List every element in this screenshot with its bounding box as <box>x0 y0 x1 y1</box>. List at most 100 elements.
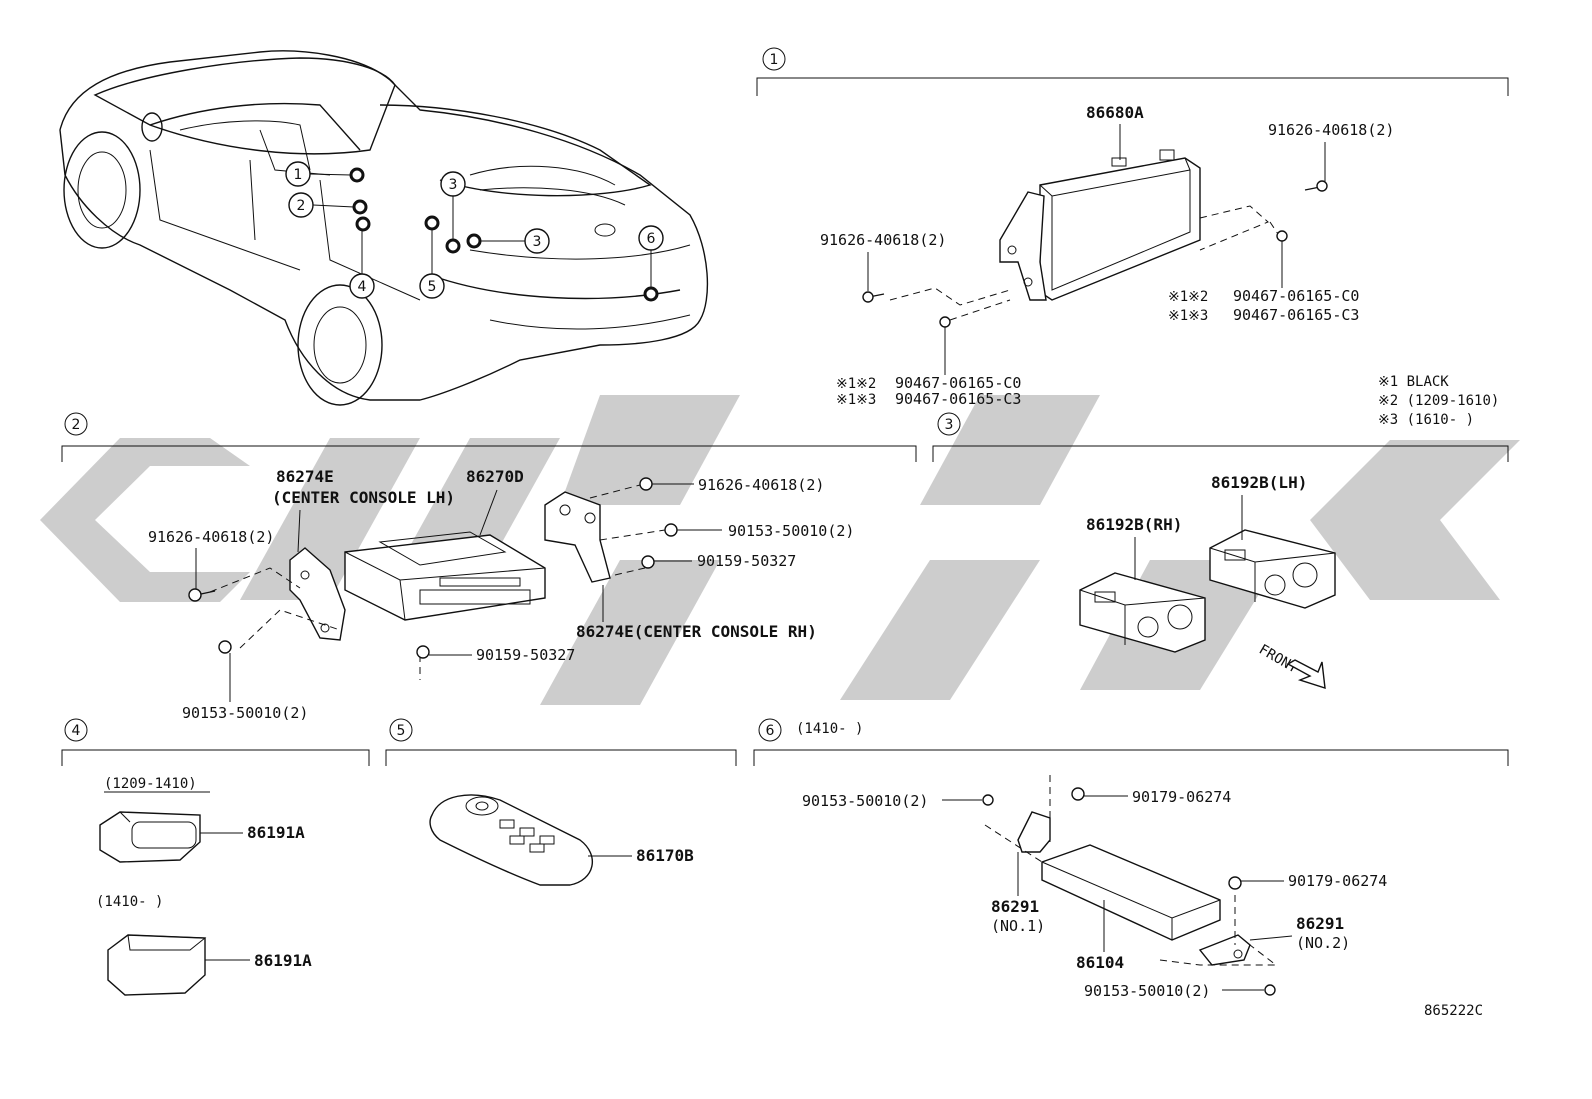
section-1-parts: 86680A 91626-40618(2) 91626-40618(2) ※1※… <box>820 103 1394 408</box>
section-5-parts: 86170B <box>429 794 694 886</box>
bracket-86291-no2-drawing <box>1198 934 1251 966</box>
bracket-86291-no1-drawing <box>1017 811 1051 853</box>
section-6-header: 6 (1410- ) <box>753 718 1509 766</box>
label-86192B-lh: 86192B(LH) <box>1211 473 1307 492</box>
front-arrow: FRONT <box>1256 642 1326 689</box>
label-s1-bolt-top: 91626-40618(2) <box>1268 121 1394 139</box>
legend-line-3: ※3 (1610- ) <box>1378 412 1474 428</box>
section-4-parts: (1209-1410) 86191A (1410- ) 86191A <box>96 776 312 996</box>
label-s1-screw-b1: 90467-06165-C0 <box>895 374 1021 392</box>
label-s1-bolt-left: 91626-40618(2) <box>820 231 946 249</box>
label-86680A: 86680A <box>1086 103 1144 122</box>
svg-text:1: 1 <box>294 167 303 183</box>
callout-3a: 3 <box>440 171 466 197</box>
screw-90467-right <box>1276 230 1288 288</box>
bolt-91626-40618-left <box>862 291 885 303</box>
callout-4: 4 <box>349 273 375 299</box>
callout-6: 6 <box>638 225 664 251</box>
screw-s6-tl-drawing <box>982 794 994 806</box>
label-86170B: 86170B <box>636 846 694 865</box>
label-86291-no1-desc: (NO.1) <box>991 917 1045 935</box>
section-6-number: 6 <box>766 723 775 739</box>
label-s2-screw-right: 90153-50010(2) <box>728 522 854 540</box>
screw-s2-bottom-left-drawing <box>218 640 232 654</box>
label-s2-screw-bottom-left: 90153-50010(2) <box>182 704 308 722</box>
unit-86104-drawing <box>1041 844 1221 941</box>
callout-2: 2 <box>288 192 314 218</box>
bracket-86274E-rh-drawing <box>544 491 611 583</box>
label-86191A-early: 86191A <box>247 823 305 842</box>
section-4-header: 4 <box>61 718 370 766</box>
label-86274E-rh: 86274E(CENTER CONSOLE RH) <box>576 622 817 641</box>
vehicle-locator-illustration: 1 2 3 3 4 5 6 <box>59 50 709 406</box>
front-label: FRONT <box>1256 642 1301 677</box>
nut-s6-right-drawing <box>1228 876 1242 890</box>
part-86192B-rh-drawing <box>1079 572 1206 653</box>
unit-86270D-drawing <box>344 531 546 621</box>
remote-86170B-drawing <box>429 794 593 886</box>
label-s1-screw-b2: 90467-06165-C3 <box>895 390 1021 408</box>
diagram-id: 865222C <box>1424 1003 1483 1019</box>
unit-86680A-drawing <box>999 149 1201 301</box>
callout-3b: 3 <box>524 228 550 254</box>
bolt-s2-top-right-drawing <box>639 477 653 491</box>
label-s4-range2: (1410- ) <box>96 894 163 910</box>
section-6-range: (1410- ) <box>796 721 863 737</box>
screw-s6-bottom-drawing <box>1264 984 1276 996</box>
svg-text:3: 3 <box>533 234 542 250</box>
label-s1-note-b1: ※1※2 <box>836 376 876 392</box>
label-s6-nut-right: 90179-06274 <box>1288 872 1387 890</box>
label-86104: 86104 <box>1076 953 1124 972</box>
screw-90467-bottom <box>939 316 951 375</box>
legend-line-2: ※2 (1209-1610) <box>1378 393 1499 409</box>
svg-text:6: 6 <box>647 231 656 247</box>
label-s1-note-r2: ※1※3 <box>1168 308 1208 324</box>
part-86191A-early-drawing <box>99 811 201 863</box>
section-2-number: 2 <box>72 417 81 433</box>
section-2-parts: 86274E (CENTER CONSOLE LH) 86270D 91626-… <box>148 467 854 722</box>
bracket-86274E-lh-drawing <box>289 547 346 641</box>
svg-text:3: 3 <box>449 177 458 193</box>
label-s6-screw-tl: 90153-50010(2) <box>802 792 928 810</box>
legend-line-1: ※1 BLACK <box>1378 374 1449 390</box>
label-s4-range1: (1209-1410) <box>104 776 197 792</box>
label-86191A-late: 86191A <box>254 951 312 970</box>
label-s1-screw-r1: 90467-06165-C0 <box>1233 287 1359 305</box>
bolt-s2-left-drawing <box>188 588 202 602</box>
section-3-parts: 86192B(RH) 86192B(LH) FRONT <box>1079 473 1336 689</box>
section-6-parts: 90153-50010(2) 90179-06274 90179-06274 8… <box>802 775 1387 1000</box>
section-3-header: 3 <box>932 412 1509 462</box>
legend-notes: ※1 BLACK ※2 (1209-1610) ※3 (1610- ) <box>1378 374 1499 428</box>
screw-s2-bottom-drawing <box>416 645 430 659</box>
label-86274E-lh-desc: (CENTER CONSOLE LH) <box>272 488 455 507</box>
section-1-header: 1 <box>756 47 1509 96</box>
svg-text:4: 4 <box>358 279 367 295</box>
section-1-number: 1 <box>770 52 779 68</box>
label-s1-note-r1: ※1※2 <box>1168 289 1208 305</box>
section-2-header: 2 <box>61 412 917 462</box>
label-86291-no2: 86291 <box>1296 914 1344 933</box>
label-86192B-rh: 86192B(RH) <box>1086 515 1182 534</box>
part-86191A-late-drawing <box>107 934 207 996</box>
label-s2-bolt-top-right: 91626-40618(2) <box>698 476 824 494</box>
svg-text:2: 2 <box>297 198 306 214</box>
callout-5: 5 <box>419 273 445 299</box>
section-5-number: 5 <box>397 723 406 739</box>
label-86270D: 86270D <box>466 467 524 486</box>
section-3-number: 3 <box>945 417 954 433</box>
callout-1: 1 <box>285 161 311 187</box>
label-s2-screw-bottom: 90159-50327 <box>476 646 575 664</box>
screw-s2-right2-drawing <box>641 555 655 569</box>
label-86291-no1: 86291 <box>991 897 1039 916</box>
label-86274E-lh: 86274E <box>276 467 334 486</box>
label-s2-bolt-left: 91626-40618(2) <box>148 528 274 546</box>
section-5-header: 5 <box>385 718 737 766</box>
nut-s6-top-drawing <box>1071 787 1085 801</box>
label-s1-note-b2: ※1※3 <box>836 392 876 408</box>
label-s6-nut-top: 90179-06274 <box>1132 788 1231 806</box>
label-s6-screw-bottom: 90153-50010(2) <box>1084 982 1210 1000</box>
label-s2-screw-right2: 90159-50327 <box>697 552 796 570</box>
label-s1-screw-r2: 90467-06165-C3 <box>1233 306 1359 324</box>
section-4-number: 4 <box>72 723 81 739</box>
